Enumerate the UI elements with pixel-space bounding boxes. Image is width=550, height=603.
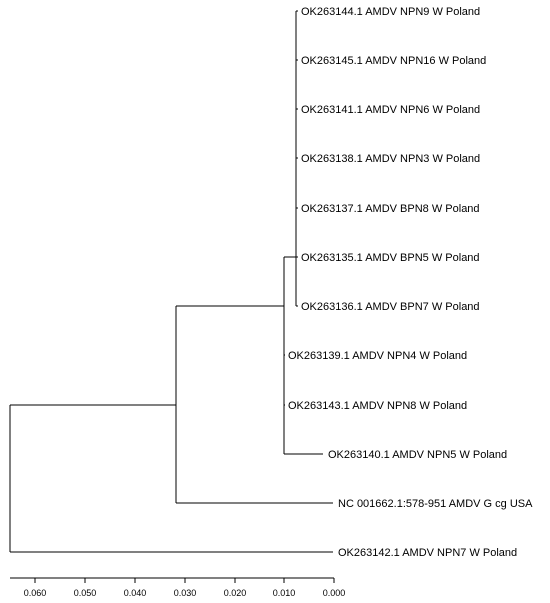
leaf-label: OK263138.1 AMDV NPN3 W Poland <box>301 153 480 165</box>
scale-tick-label: 0.000 <box>323 588 346 598</box>
leaf-label: OK263135.1 AMDV BPN5 W Poland <box>301 252 480 264</box>
leaf-label: NC 001662.1:578-951 AMDV G cg USA <box>338 498 533 510</box>
leaf-label: OK263136.1 AMDV BPN7 W Poland <box>301 301 480 313</box>
tree-branches <box>9 10 333 553</box>
leaf-labels: OK263144.1 AMDV NPN9 W Poland OK263145.1… <box>288 6 533 559</box>
scale-tick-label: 0.050 <box>74 588 97 598</box>
leaf-label: OK263145.1 AMDV NPN16 W Poland <box>301 55 486 67</box>
scale-tick-label: 0.030 <box>174 588 197 598</box>
scale-axis: 0.060 0.050 0.040 0.030 0.020 0.010 0.00… <box>10 577 346 598</box>
scale-tick-label: 0.020 <box>224 588 247 598</box>
scale-tick-label: 0.060 <box>24 588 47 598</box>
scale-tick-label: 0.040 <box>124 588 147 598</box>
leaf-label: OK263139.1 AMDV NPN4 W Poland <box>288 350 467 362</box>
leaf-label: OK263141.1 AMDV NPN6 W Poland <box>301 104 480 116</box>
leaf-label: OK263142.1 AMDV NPN7 W Poland <box>338 547 517 559</box>
leaf-label: OK263140.1 AMDV NPN5 W Poland <box>328 449 507 461</box>
leaf-label: OK263143.1 AMDV NPN8 W Poland <box>288 400 467 412</box>
scale-tick-label: 0.010 <box>273 588 296 598</box>
leaf-label: OK263137.1 AMDV BPN8 W Poland <box>301 203 480 215</box>
leaf-label: OK263144.1 AMDV NPN9 W Poland <box>301 6 480 18</box>
